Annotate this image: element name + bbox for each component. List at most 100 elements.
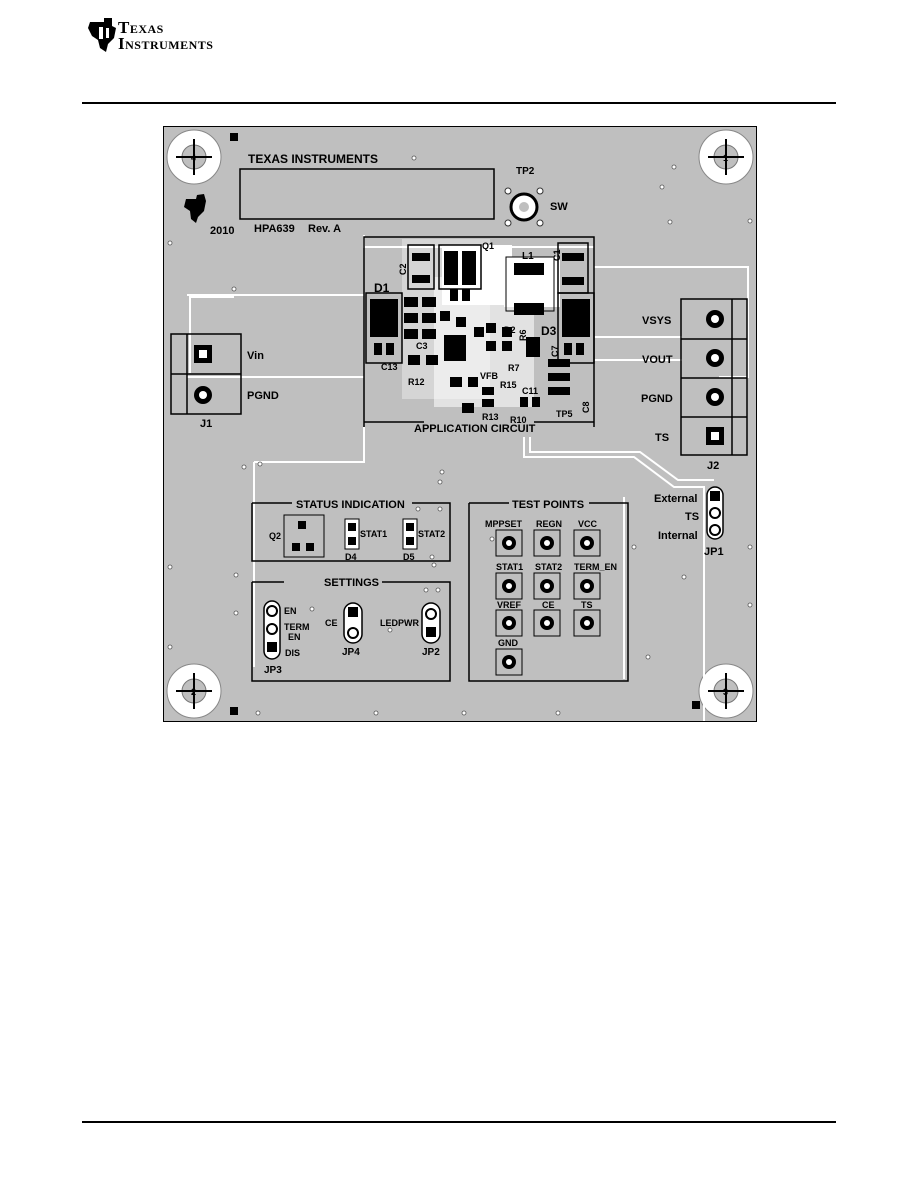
ledpwr-label: LEDPWR [380, 618, 419, 628]
d2-label: D2 [504, 325, 516, 335]
vcc-label: VCC [578, 519, 598, 529]
stat1-tp-label: STAT1 [496, 562, 523, 572]
board-year: 2010 [210, 225, 234, 237]
brand-line-1: Texas [118, 18, 164, 37]
c7-label: C7 [550, 345, 560, 357]
ts-tp-label: TS [581, 600, 593, 610]
pcb-layout: 4 1 2 3 TEXAS INSTRUMENTS 2010 HPA639 Re… [164, 127, 756, 721]
mounting-hole-3 [698, 663, 754, 719]
test-point-vcc [573, 529, 601, 557]
jp3-label: JP3 [264, 665, 282, 676]
status-indication-label: STATUS INDICATION [296, 499, 405, 511]
test-point-gnd [495, 648, 523, 676]
connector-j2 [680, 298, 748, 456]
component-c2 [407, 244, 435, 290]
application-circuit-label: APPLICATION CIRCUIT [414, 423, 536, 435]
c11-label: C11 [522, 386, 538, 396]
ts-jp1-label: TS [685, 511, 699, 523]
board-part-number: HPA639 [254, 223, 295, 235]
mounting-hole-1 [698, 129, 754, 185]
brand-name: Texas Instruments [118, 18, 214, 53]
regn-label: REGN [536, 519, 562, 529]
r12-label: R12 [408, 377, 425, 387]
d4-label: D4 [345, 552, 357, 562]
jumper-jp2 [421, 602, 441, 644]
stat1-led-label: STAT1 [360, 529, 387, 539]
j1-label: J1 [200, 418, 212, 430]
c3-label: C3 [416, 341, 428, 351]
test-point-ts [573, 609, 601, 637]
c2-label: C2 [398, 263, 408, 275]
mounting-hole-4 [166, 129, 222, 185]
jumper-jp3 [263, 600, 281, 660]
d5-label: D5 [403, 552, 415, 562]
pgnd-left-label: PGND [247, 390, 279, 402]
c1-label: C1 [552, 249, 562, 261]
sw-label: SW [550, 201, 568, 213]
en-label: EN [284, 606, 297, 616]
vin-label: Vin [247, 350, 264, 362]
r7-label: R7 [508, 363, 520, 373]
test-point-regn [533, 529, 561, 557]
term-en-tp-label: TERM_EN [574, 562, 617, 572]
j2-label: J2 [707, 460, 719, 472]
r13-label: R13 [482, 412, 499, 422]
r6-label: R6 [518, 329, 528, 341]
hole-label-2: 2 [191, 687, 196, 697]
vfb-label: VFB [480, 371, 499, 381]
mppset-label: MPPSET [485, 519, 523, 529]
test-point-ce [533, 609, 561, 637]
board-revision: Rev. A [308, 223, 341, 235]
component-d1 [365, 292, 403, 364]
hole-label-3: 3 [723, 687, 728, 697]
vsys-label: VSYS [642, 315, 671, 327]
header-rule [82, 102, 836, 104]
pgnd-right-label: PGND [641, 393, 673, 405]
test-point-mppset [495, 529, 523, 557]
jumper-jp4 [343, 602, 363, 644]
external-label: External [654, 493, 697, 505]
q2-label: Q2 [269, 531, 281, 541]
test-points-label: TEST POINTS [512, 499, 584, 511]
c8-label: C8 [581, 401, 591, 413]
jp2-label: JP2 [422, 647, 440, 658]
hole-label-1: 1 [723, 153, 728, 163]
board-company-text: TEXAS INSTRUMENTS [248, 152, 378, 166]
stat2-led-label: STAT2 [418, 529, 445, 539]
pcb-board: 4 1 2 3 TEXAS INSTRUMENTS 2010 HPA639 Re… [163, 126, 757, 722]
r15-label: R15 [500, 380, 517, 390]
vref-label: VREF [497, 600, 522, 610]
test-point-term-en [573, 572, 601, 600]
q1-label: Q1 [482, 241, 494, 251]
footer-rule [82, 1121, 836, 1123]
c13-label: C13 [381, 362, 398, 372]
test-point-stat1 [495, 572, 523, 600]
ts-right-label: TS [655, 432, 669, 444]
test-point-vref [495, 609, 523, 637]
internal-label: Internal [658, 530, 698, 542]
hole-label-4: 4 [191, 153, 196, 163]
component-q1 [438, 244, 482, 290]
brand-line-2: Instruments [118, 34, 214, 53]
gnd-label: GND [498, 638, 519, 648]
ce-jp4-label: CE [325, 618, 338, 628]
tp2-label: TP2 [516, 166, 535, 177]
settings-label: SETTINGS [324, 577, 379, 589]
term-en-label-b: EN [288, 632, 301, 642]
l1-label: L1 [522, 251, 534, 262]
jp1-label: JP1 [704, 546, 724, 558]
ce-tp-label: CE [542, 600, 555, 610]
connector-j1 [170, 333, 242, 415]
component-l1 [505, 256, 555, 315]
d3-label: D3 [541, 324, 557, 338]
mounting-hole-2 [166, 663, 222, 719]
stat2-tp-label: STAT2 [535, 562, 562, 572]
tp5-label: TP5 [556, 409, 573, 419]
component-d3 [557, 292, 595, 364]
ti-logo-icon [88, 18, 116, 52]
r10-label: R10 [510, 415, 527, 425]
jp4-label: JP4 [342, 647, 360, 658]
d1-label: D1 [374, 281, 390, 295]
dis-label: DIS [285, 648, 300, 658]
vout-label: VOUT [642, 354, 673, 366]
